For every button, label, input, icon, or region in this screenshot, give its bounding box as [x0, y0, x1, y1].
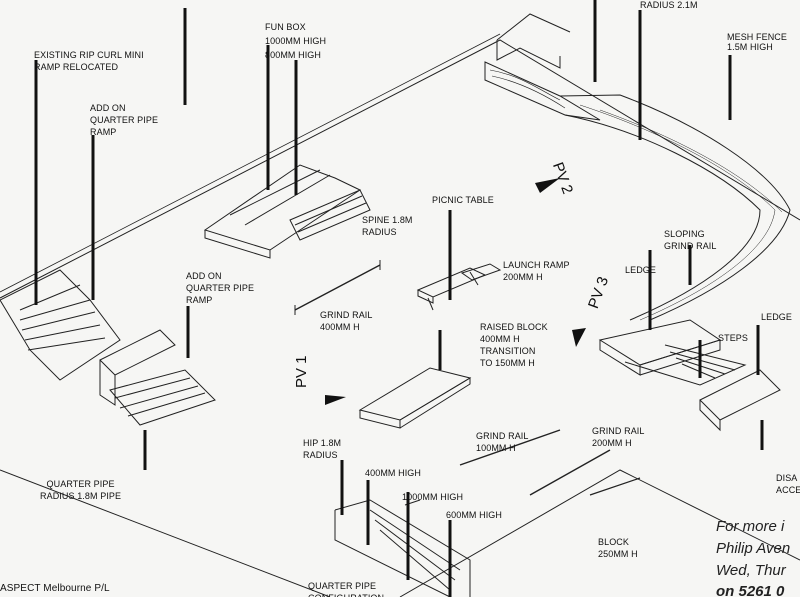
label-block: BLOCK 250mm H [598, 537, 638, 559]
qp-bottom [334, 499, 471, 597]
label-grind-rail-200: GRIND RAIL 200mm H [592, 426, 645, 448]
info-line-3: Wed, Thur [716, 562, 786, 579]
grind-rail-200 [529, 449, 611, 496]
label-disabled-access: DISA ACCE [776, 473, 800, 495]
label-grind-rail-100: GRIND RAIL 100mm H [476, 431, 529, 453]
qp-left-deck [99, 329, 176, 376]
curved-wall-inner [564, 114, 761, 321]
pv3-arrow [572, 328, 586, 347]
block-shape [589, 477, 641, 496]
info-line-2: Philip Aven [716, 540, 791, 557]
qp-left [0, 269, 121, 381]
label-fun-box: FUN BOX 1000mm HIGH 800mm HIGH [265, 22, 327, 60]
label-qp-config: QUARTER PIPE CONFIGURATION [308, 581, 384, 597]
label-ledge-mid: LEDGE [625, 265, 657, 275]
label-hip: HIP 1.8m RADIUS [303, 438, 342, 460]
info-line-4: on 5261 0 [716, 583, 785, 597]
label-raised-block: RAISED BLOCK 400mm H TRANSITION TO 150mm… [480, 322, 548, 368]
spine [289, 189, 371, 241]
pv1-label: PV 1 [293, 355, 310, 388]
launch-ramp-shape [460, 263, 502, 281]
label-picnic-table: PICNIC TABLE [432, 195, 494, 205]
pv1-arrow [325, 395, 346, 405]
label-steps: STEPS [718, 333, 749, 343]
label-1000-high: 1000mm HIGH [402, 492, 464, 502]
qp-top [484, 61, 601, 121]
label-add-on-qp-top: ADD ON QUARTER PIPE RAMP [90, 103, 159, 137]
grind-rail-100 [459, 429, 561, 466]
slab-front-edge [399, 469, 800, 597]
hip-ramp [109, 369, 216, 426]
label-mesh-fence: MESH FENCE 1.5m HIGH [727, 32, 788, 52]
pv2-arrow [535, 178, 560, 193]
steps-shape [624, 344, 747, 386]
label-existing-ramp: EXISTING RIP CURL MINI RAMP RELOCATED [34, 50, 144, 72]
label-grind-rail-400: GRIND RAIL 400mm H [320, 310, 373, 332]
fun-box [203, 164, 362, 251]
label-400-high: 400mm HIGH [365, 468, 422, 478]
ledge-right-shape [699, 369, 781, 421]
slab-top-edge [0, 39, 800, 299]
grind-rail-400 [294, 264, 381, 311]
label-sloping-rail: SLOPING GRIND RAIL [664, 229, 717, 251]
label-ledge-right: LEDGE [761, 312, 793, 322]
info-line-1: For more i [716, 518, 785, 535]
label-aspect: ASPECT Melbourne P/L [0, 583, 110, 594]
label-radius-top: RADIUS 2.1m [640, 0, 698, 10]
slab-left-edge [0, 469, 331, 597]
curved-wall-outer [559, 94, 791, 321]
label-600-high: 600mm HIGH [446, 510, 503, 520]
label-launch-ramp: LAUNCH RAMP 200mm H [503, 260, 570, 282]
label-spine: SPINE 1.8m RADIUS [362, 215, 413, 237]
label-add-on-qp-left: ADD ON QUARTER PIPE RAMP [186, 271, 255, 305]
label-quarter-pipe-left: QUARTER PIPE RADIUS 1.8m PIPE [40, 479, 122, 501]
